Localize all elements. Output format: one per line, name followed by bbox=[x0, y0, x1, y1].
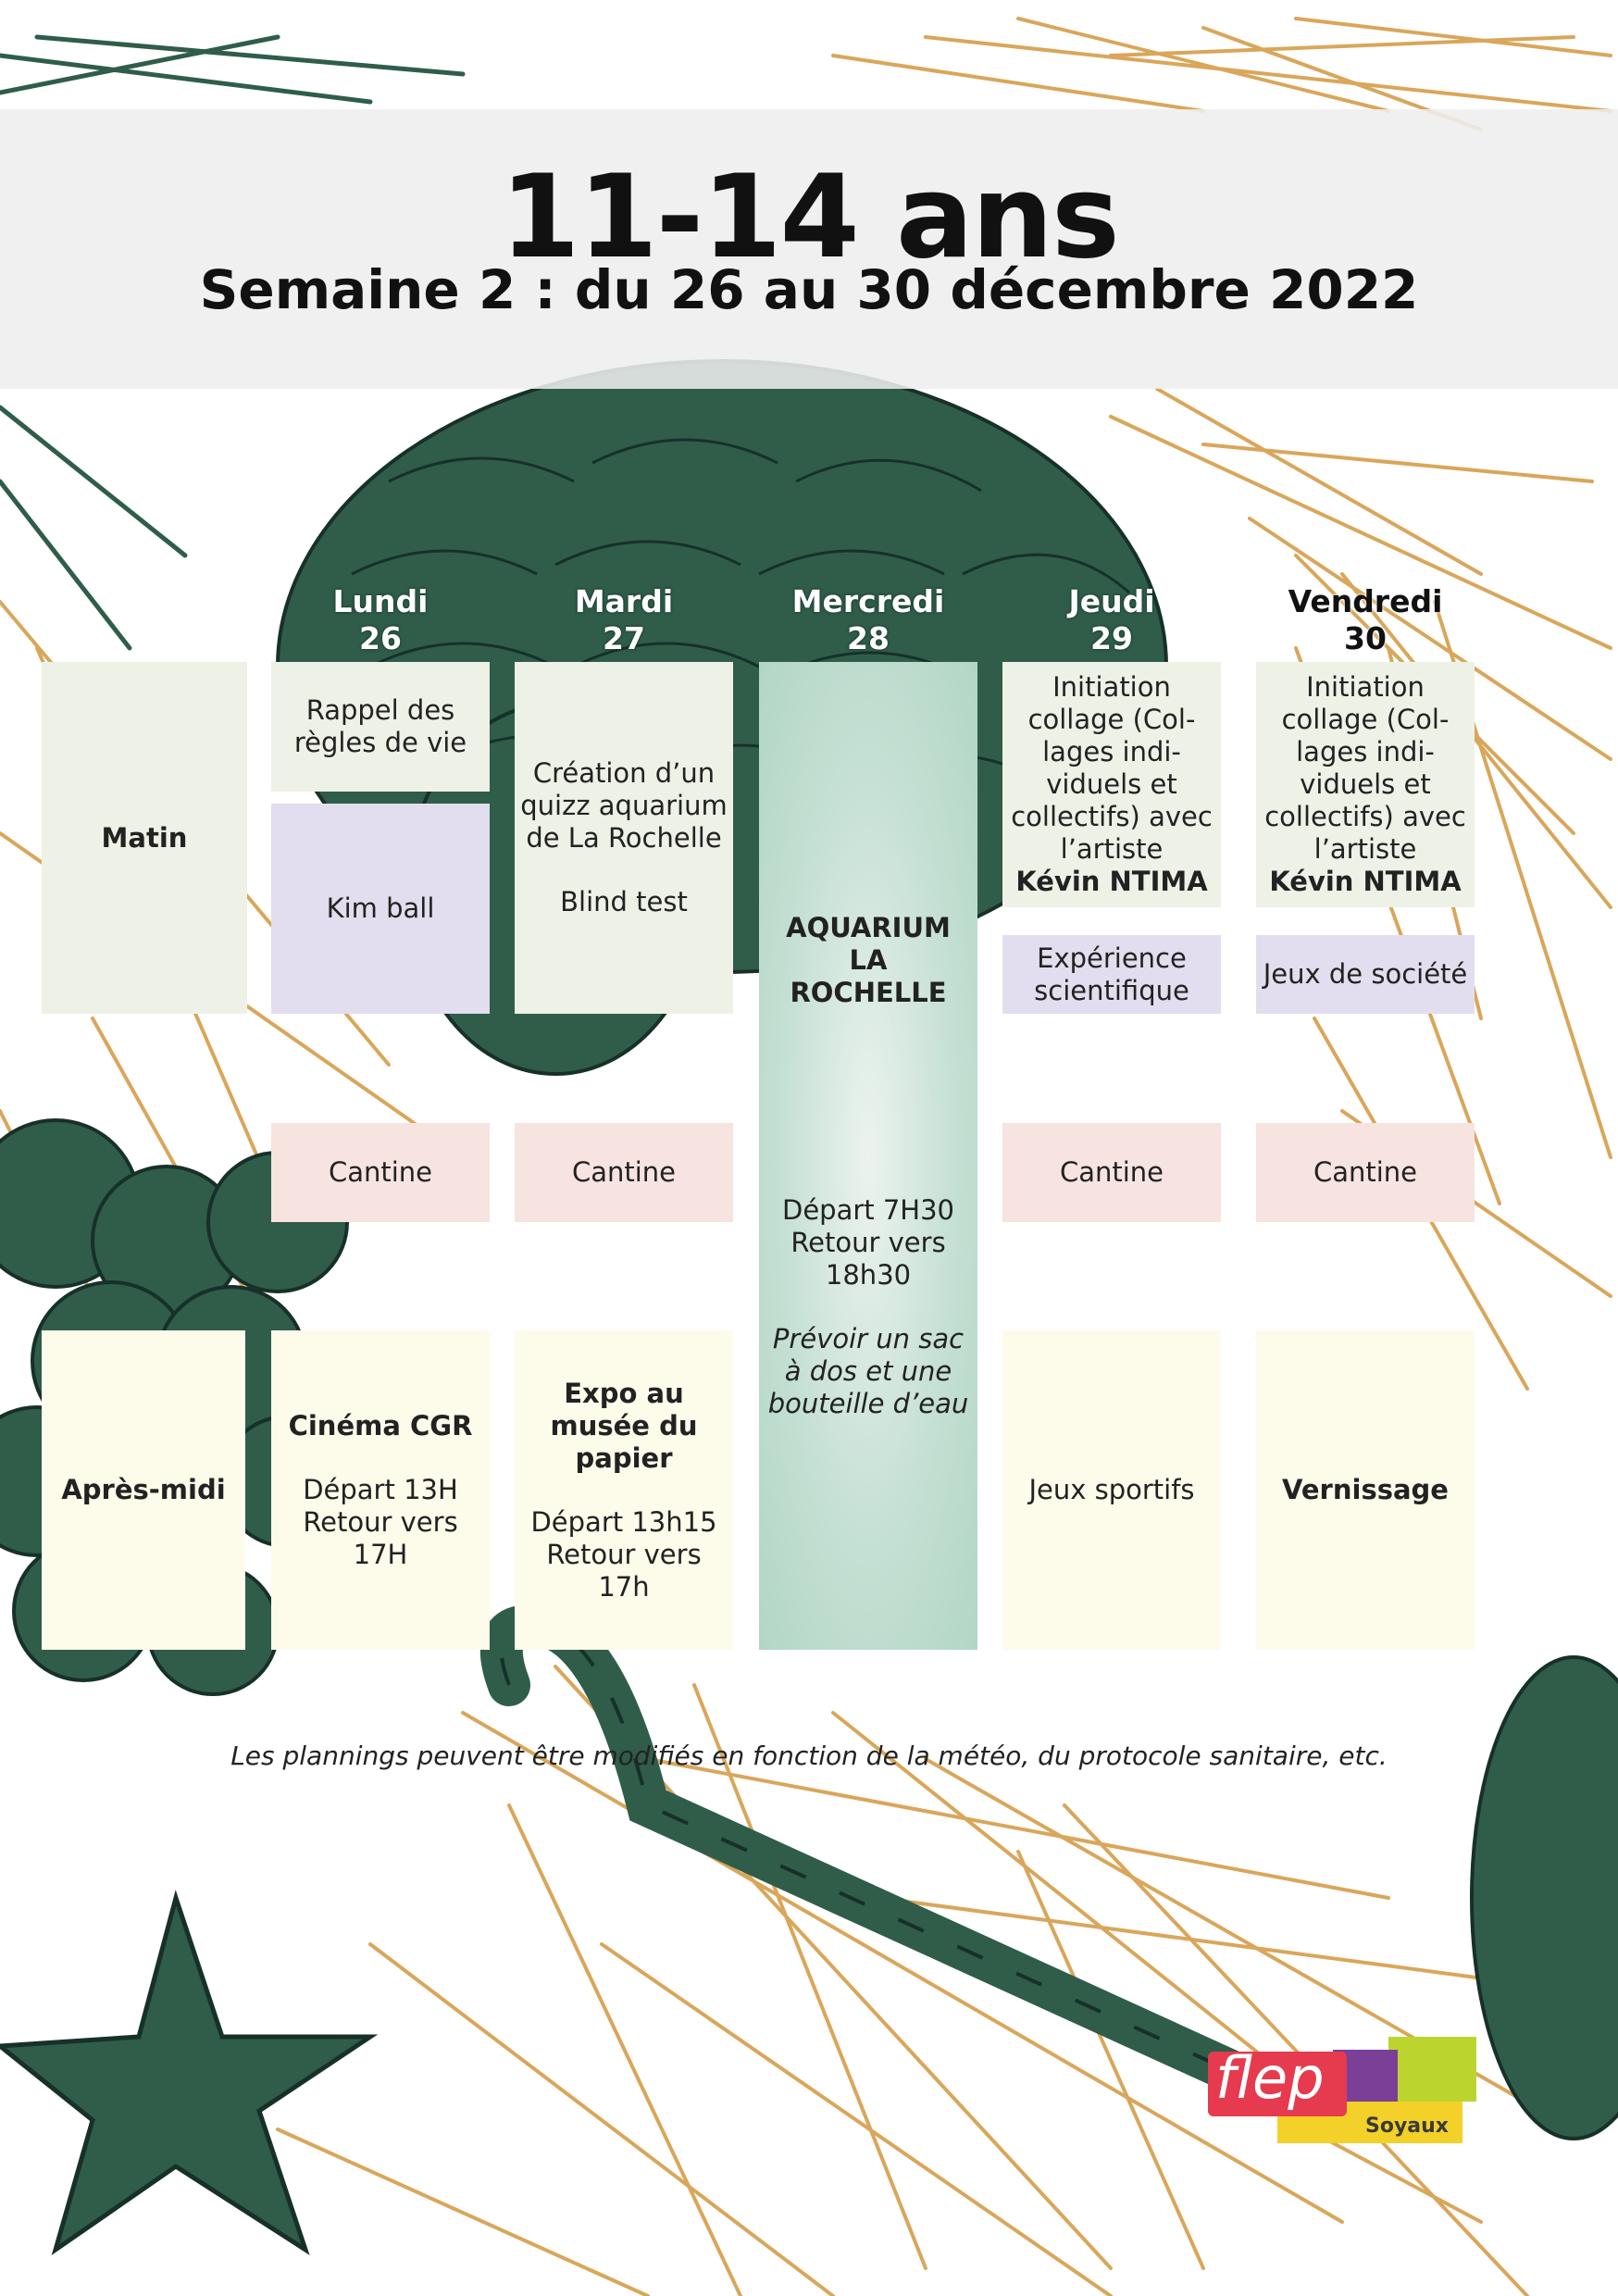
lundi-cantine: Cantine bbox=[271, 1123, 490, 1222]
header-band bbox=[0, 109, 1618, 389]
day-name: Lundi bbox=[332, 583, 429, 619]
activity-title: Cinéma CGR bbox=[288, 1409, 473, 1441]
day-header-mardi: Mardi 27 bbox=[515, 583, 733, 657]
disclaimer-note: Les plannings peuvent être modifiés en f… bbox=[230, 1741, 1388, 1771]
artist-name: Kévin NTIMA bbox=[1015, 866, 1208, 897]
logo-brand-text: flep bbox=[1215, 2044, 1325, 2112]
artist-name: Kévin NTIMA bbox=[1269, 866, 1462, 897]
row-label-text: Après-midi bbox=[61, 1474, 226, 1505]
activity-title: AQUARIUM LA ROCHELLE bbox=[786, 912, 951, 1008]
activity-text: Rappel des règles de vie bbox=[293, 694, 467, 758]
day-header-lundi: Lundi 26 bbox=[271, 583, 490, 657]
day-date: 27 bbox=[603, 620, 645, 656]
activity-text: Jeux sportifs bbox=[1028, 1474, 1195, 1505]
day-header-jeudi: Jeudi 29 bbox=[1002, 583, 1221, 657]
return-time: Retour vers 17h bbox=[546, 1538, 702, 1603]
packing-note: Prévoir un sac à dos et une bouteille d’… bbox=[767, 1323, 969, 1419]
vendredi-matin-activity-2: Jeux de société bbox=[1256, 935, 1475, 1014]
day-name: Mercredi bbox=[791, 583, 945, 619]
day-name: Mardi bbox=[574, 583, 674, 619]
day-date: 28 bbox=[847, 620, 890, 656]
mardi-cantine: Cantine bbox=[515, 1123, 733, 1222]
cantine-text: Cantine bbox=[1059, 1156, 1164, 1188]
day-date: 26 bbox=[359, 620, 402, 656]
jeudi-apres-midi: Jeux sportifs bbox=[1002, 1330, 1221, 1650]
activity-text-2: Blind test bbox=[560, 886, 688, 917]
lundi-apres-midi: Cinéma CGR Départ 13H Retour vers 17H bbox=[271, 1330, 490, 1650]
page-subtitle: Semaine 2 : du 26 au 30 décembre 2022 bbox=[199, 258, 1419, 321]
jeudi-matin-activity-1: Initiation collage (Col-lages indi-vidue… bbox=[1002, 662, 1221, 907]
jeudi-matin-activity-2: Expérience scientifique bbox=[1002, 935, 1221, 1014]
mercredi-full-day: AQUARIUM LA ROCHELLE Départ 7H30 Retour … bbox=[759, 662, 977, 1650]
page-title: 11-14 ans bbox=[500, 151, 1120, 284]
mardi-matin: Création d’un quizz aquarium de La Roche… bbox=[515, 662, 733, 1014]
activity-text: Initiation collage (Col-lages indi-vidue… bbox=[1011, 671, 1213, 865]
activity-text: Jeux de société bbox=[1263, 958, 1468, 990]
activity-text: Initiation collage (Col-lages indi-vidue… bbox=[1264, 671, 1466, 865]
return-time: Retour vers 18h30 bbox=[790, 1227, 946, 1291]
cantine-text: Cantine bbox=[328, 1156, 433, 1188]
activity-text: Kim ball bbox=[326, 892, 435, 924]
lundi-matin-activity-1: Rappel des règles de vie bbox=[271, 662, 490, 792]
jeudi-cantine: Cantine bbox=[1002, 1123, 1221, 1222]
day-date: 30 bbox=[1344, 620, 1387, 656]
activity-text: Expérience scientifique bbox=[1034, 942, 1189, 1006]
return-time: Retour vers 17H bbox=[303, 1505, 458, 1570]
vendredi-apres-midi: Vernissage bbox=[1256, 1330, 1475, 1650]
flep-soyaux-logo: flep Soyaux bbox=[1208, 2037, 1476, 2166]
lundi-matin-activity-2: Kim ball bbox=[271, 804, 490, 1014]
mardi-apres-midi: Expo au musée du papier Départ 13h15 Ret… bbox=[515, 1330, 733, 1650]
activity-text: Création d’un quizz aquarium de La Roche… bbox=[520, 757, 728, 854]
day-date: 29 bbox=[1090, 620, 1133, 656]
cantine-text: Cantine bbox=[1313, 1156, 1418, 1188]
cantine-text: Cantine bbox=[571, 1156, 677, 1188]
day-name: Jeudi bbox=[1068, 583, 1155, 619]
row-label-text: Matin bbox=[101, 821, 188, 854]
departure-time: Départ 13H bbox=[303, 1473, 458, 1505]
vendredi-cantine: Cantine bbox=[1256, 1123, 1475, 1222]
day-header-vendredi: Vendredi 30 bbox=[1256, 583, 1475, 657]
activity-title: Vernissage bbox=[1282, 1474, 1449, 1505]
departure-time: Départ 13h15 bbox=[530, 1505, 717, 1538]
row-label-apres-midi: Après-midi bbox=[42, 1330, 245, 1650]
row-label-matin: Matin bbox=[42, 662, 247, 1014]
logo-city-text: Soyaux bbox=[1365, 2115, 1449, 2138]
day-header-mercredi: Mercredi 28 bbox=[759, 583, 977, 657]
vendredi-matin-activity-1: Initiation collage (Col-lages indi-vidue… bbox=[1256, 662, 1475, 907]
activity-title: Expo au musée du papier bbox=[550, 1377, 698, 1474]
departure-time: Départ 7H30 bbox=[781, 1194, 955, 1226]
day-name: Vendredi bbox=[1288, 583, 1443, 619]
